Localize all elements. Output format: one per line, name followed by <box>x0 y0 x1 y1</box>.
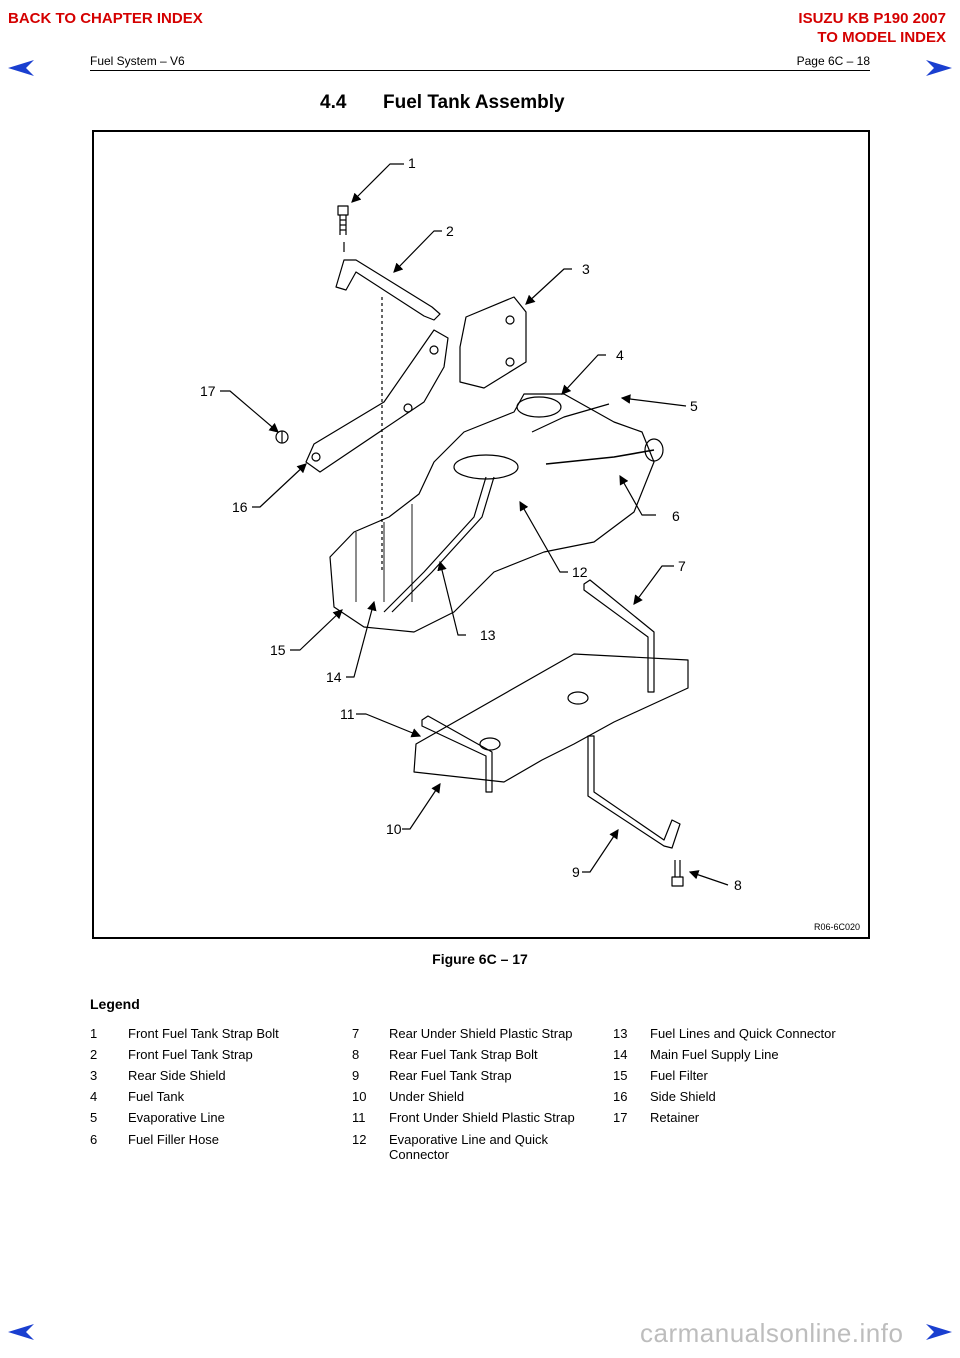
legend-item-label: Rear Fuel Tank Strap <box>389 1068 512 1083</box>
callout-8: 8 <box>734 877 742 893</box>
callout-2: 2 <box>446 223 454 239</box>
figure-frame: 1 2 3 4 5 6 7 8 9 10 11 12 13 14 15 16 1… <box>92 130 870 939</box>
fuel-lines-drawing <box>383 476 487 613</box>
legend-item-number: 7 <box>352 1026 360 1041</box>
legend-item-label: Evaporative Line <box>128 1110 225 1125</box>
rear-side-shield-drawing <box>459 296 527 389</box>
front-under-shield-strap-drawing <box>421 715 493 793</box>
legend-item-number: 16 <box>613 1089 628 1104</box>
rear-under-shield-strap-drawing <box>583 579 655 693</box>
legend-item-number: 13 <box>613 1026 628 1041</box>
section-title: Fuel Tank Assembly <box>382 92 565 113</box>
legend-item-number: 9 <box>352 1068 360 1083</box>
legend-item-number: 15 <box>613 1068 628 1083</box>
callout-4: 4 <box>616 347 624 363</box>
callout-3: 3 <box>582 261 590 277</box>
model-title-link[interactable]: ISUZU KB P190 2007 <box>798 10 946 27</box>
legend-item-number: 2 <box>90 1047 98 1062</box>
callout-7: 7 <box>678 558 686 574</box>
watermark: carmanualsonline.info <box>640 1318 904 1348</box>
callout-10: 10 <box>386 821 402 837</box>
legend-item-label: Fuel Filler Hose <box>128 1132 220 1147</box>
figure-caption: Figure 6C – 17 <box>432 951 528 967</box>
legend-item-label: Rear Fuel Tank Strap Bolt <box>389 1047 538 1062</box>
section-heading: 4.4 Fuel Tank Assembly <box>320 92 565 114</box>
back-to-chapter-index-link[interactable]: BACK TO CHAPTER INDEX <box>8 10 203 27</box>
fuel-filler-hose-drawing <box>545 449 655 465</box>
legend-item-number: 10 <box>352 1089 367 1104</box>
legend-item-number: 14 <box>613 1047 628 1062</box>
legend-item-label: Fuel Lines and Quick Connector <box>650 1026 836 1041</box>
front-strap-drawing <box>335 259 441 321</box>
callout-leaders <box>220 163 729 886</box>
legend-item-number: 6 <box>90 1132 98 1147</box>
legend-item-label: Main Fuel Supply Line <box>650 1047 779 1062</box>
callout-14: 14 <box>326 669 342 685</box>
retainer-drawing <box>275 430 289 444</box>
legend-item-number: 5 <box>90 1110 98 1125</box>
callout-6: 6 <box>672 508 680 524</box>
legend-item-label: Retainer <box>650 1110 700 1125</box>
header-rule <box>90 70 870 71</box>
callout-12: 12 <box>572 564 588 580</box>
legend-item-number: 8 <box>352 1047 360 1062</box>
callout-11: 11 <box>340 706 355 722</box>
fuel-tank-exploded-diagram <box>220 163 729 887</box>
legend-item-number: 12 <box>352 1132 367 1147</box>
rear-strap-bolt-drawing <box>671 860 684 887</box>
legend-item-label: Under Shield <box>389 1089 465 1104</box>
legend-item-number: 4 <box>90 1089 98 1104</box>
next-page-arrow-icon[interactable] <box>924 58 954 78</box>
callout-1: 1 <box>408 155 416 171</box>
callout-16: 16 <box>232 499 248 515</box>
legend-item-label: Front Fuel Tank Strap Bolt <box>128 1026 279 1041</box>
legend-item-label: Rear Under Shield Plastic Strap <box>389 1026 573 1041</box>
header-page-number: Page 6C – 18 <box>796 54 870 68</box>
next-page-arrow-bottom-icon[interactable] <box>924 1322 954 1342</box>
legend-item-label: Side Shield <box>650 1089 716 1104</box>
side-shield-drawing <box>305 329 449 473</box>
header-chapter: Fuel System – V6 <box>90 54 185 68</box>
legend-item-label: Rear Side Shield <box>128 1068 226 1083</box>
rear-strap-drawing <box>587 735 681 849</box>
callout-9: 9 <box>572 864 580 880</box>
legend-item-label: Fuel Filter <box>650 1068 708 1083</box>
legend-item-label: Front Under Shield Plastic Strap <box>389 1110 575 1125</box>
callout-5: 5 <box>690 398 698 414</box>
legend-item-label: Front Fuel Tank Strap <box>128 1047 253 1062</box>
callout-17: 17 <box>200 383 216 399</box>
legend-title: Legend <box>90 996 140 1012</box>
under-shield-drawing <box>413 653 689 783</box>
legend-item-number: 17 <box>613 1110 628 1125</box>
prev-page-arrow-icon[interactable] <box>6 58 36 78</box>
legend-item-number: 3 <box>90 1068 98 1083</box>
legend-item-label: Evaporative Line and Quick Connector <box>389 1132 548 1162</box>
prev-page-arrow-bottom-icon[interactable] <box>6 1322 36 1342</box>
callout-13: 13 <box>480 627 496 643</box>
figure-reference-code: R06-6C020 <box>813 922 860 932</box>
section-number: 4.4 <box>320 92 347 113</box>
legend-item-number: 1 <box>90 1026 98 1041</box>
legend-item-number: 11 <box>352 1110 366 1125</box>
front-strap-bolt-drawing <box>337 205 349 252</box>
fuel-tank-drawing <box>329 393 655 633</box>
evaporative-line-drawing <box>531 403 610 433</box>
callout-15: 15 <box>270 642 286 658</box>
legend-item-label: Fuel Tank <box>128 1089 185 1104</box>
to-model-index-link[interactable]: TO MODEL INDEX <box>817 29 946 46</box>
